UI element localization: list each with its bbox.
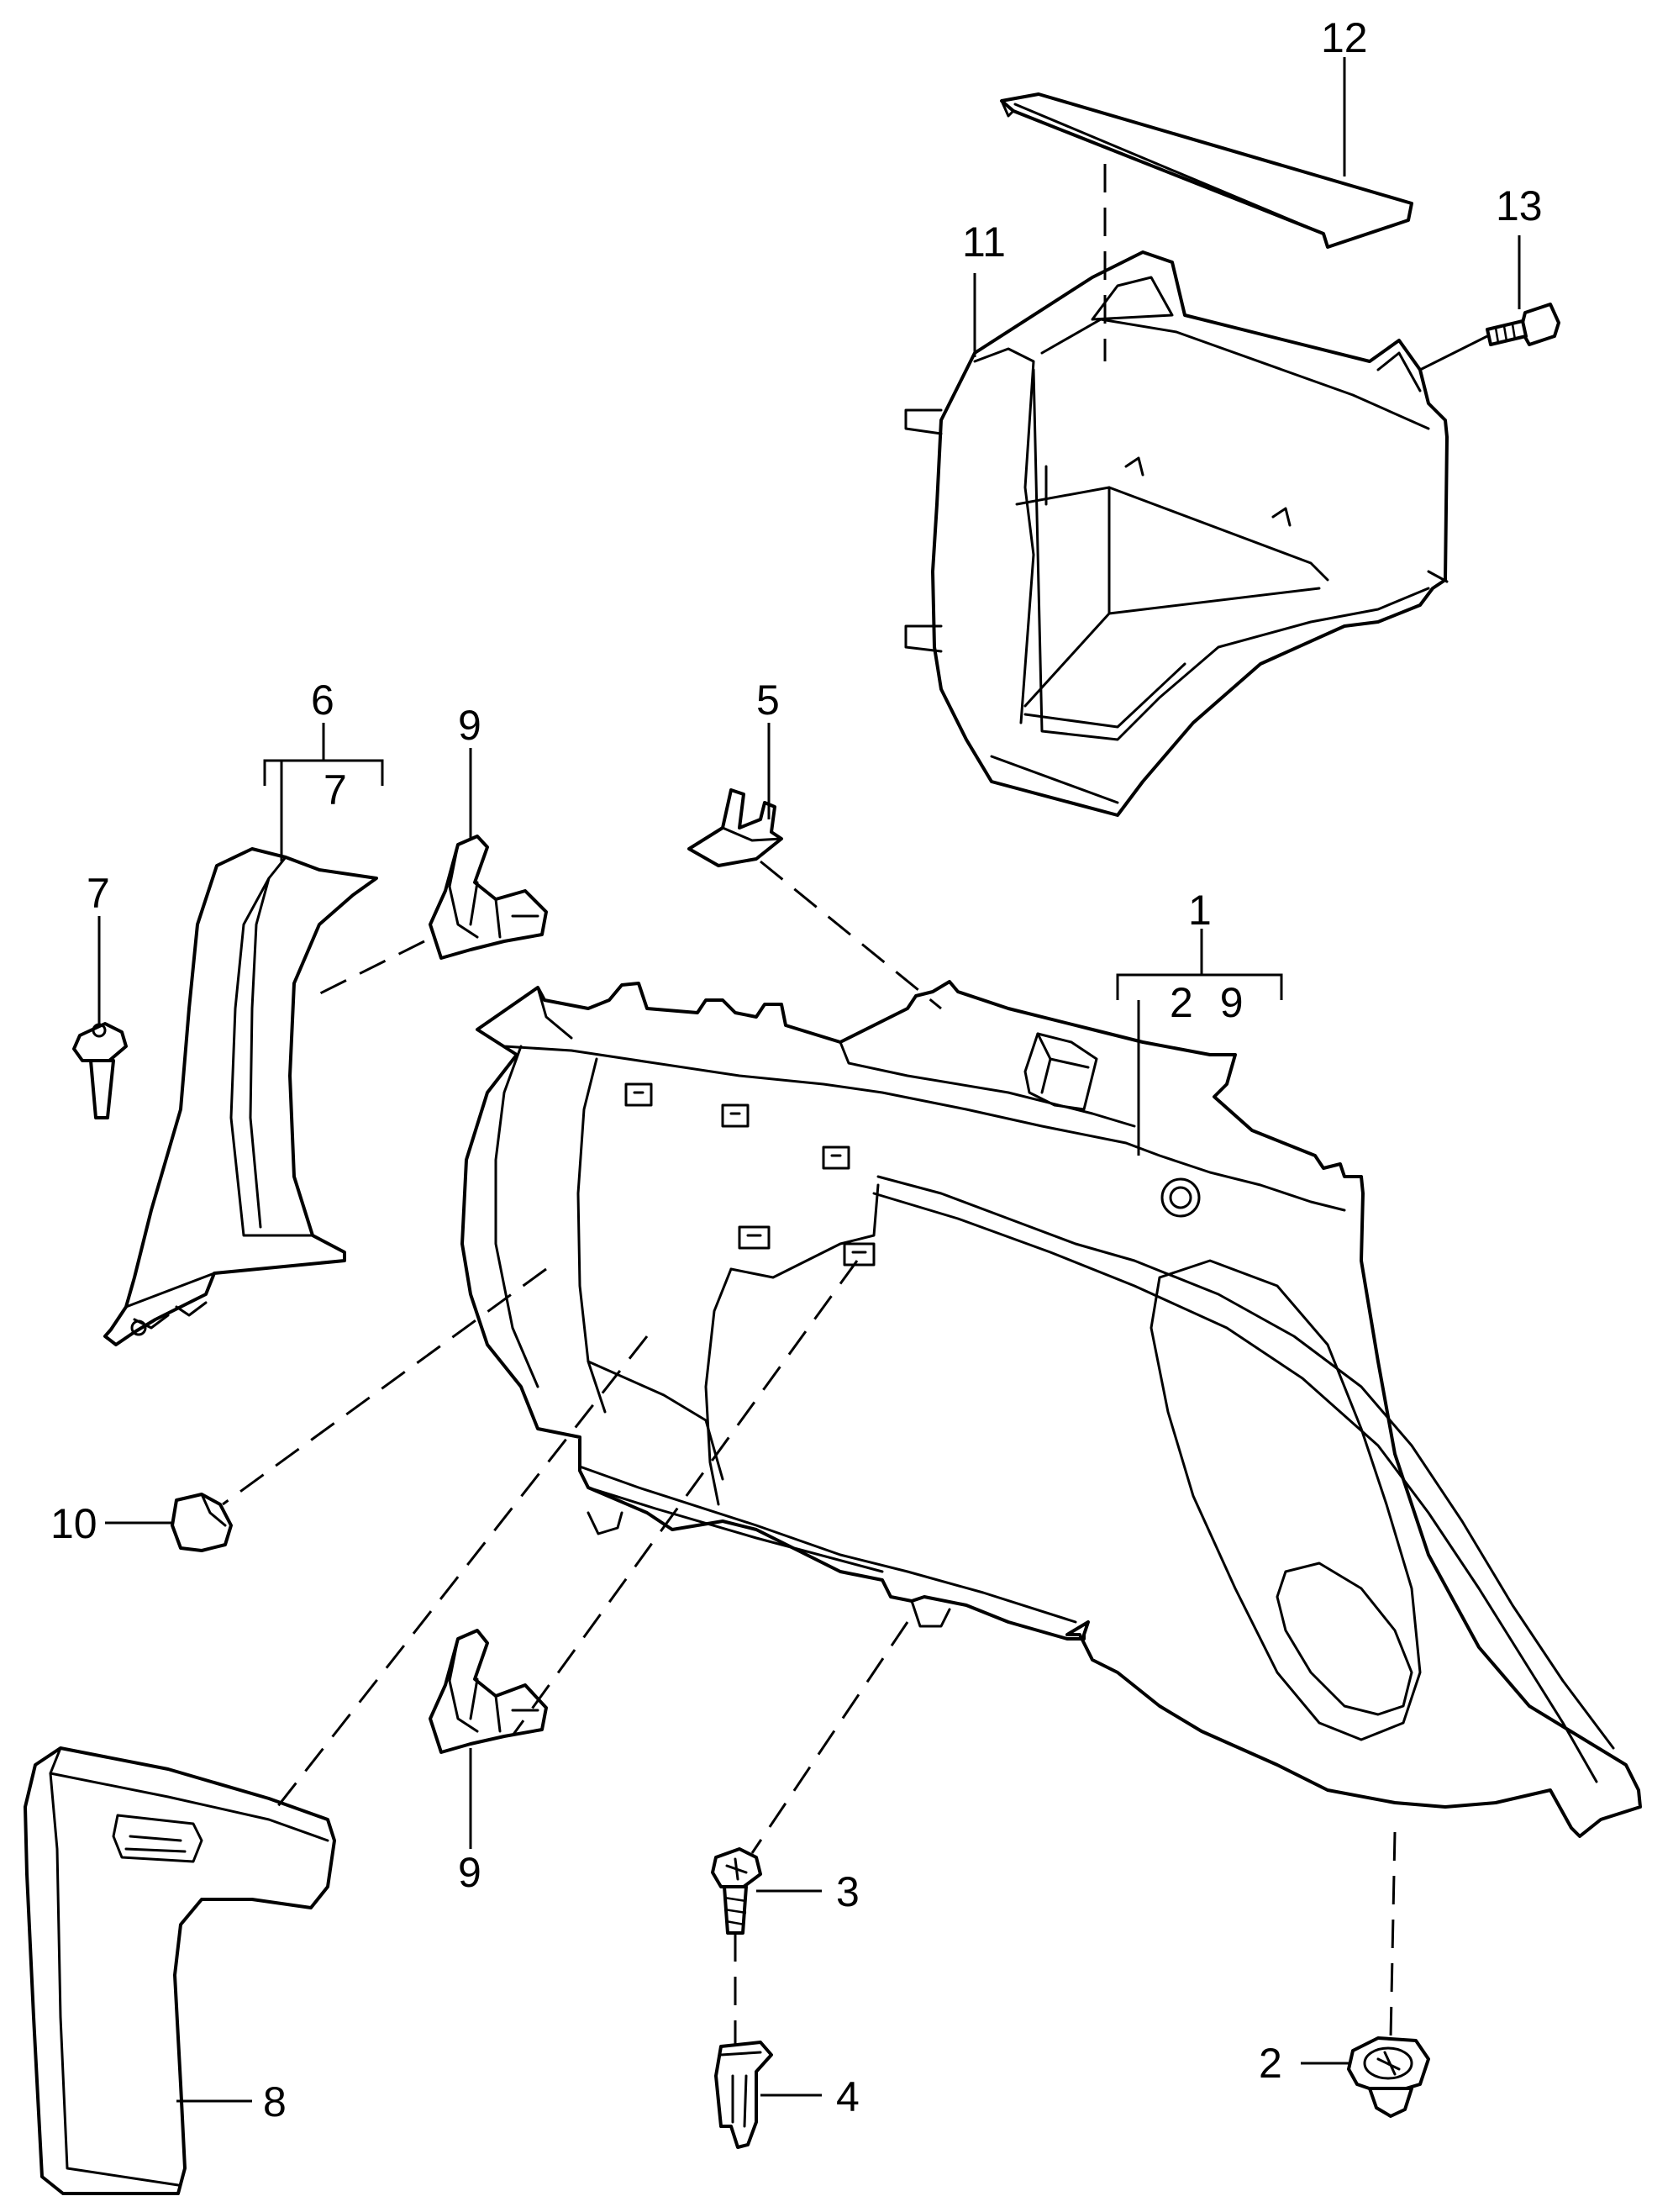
- callout-6-sub: 7: [324, 766, 347, 814]
- part-13-screw: [1486, 303, 1560, 346]
- callout-labels: 1 2 9 2 3 4 5 6 7 7 8 9 9 10 11 12 13: [50, 14, 1543, 2125]
- callout-6: 6: [311, 677, 334, 724]
- part-6-pillar-trim: [103, 847, 378, 1346]
- part-3-screw: [711, 1847, 762, 1935]
- part-9-clip-bottom: [429, 1629, 548, 1754]
- callout-9-bottom: 9: [458, 1849, 481, 1896]
- part-9-clip-top: [429, 835, 548, 960]
- callout-7: 7: [87, 870, 110, 917]
- leader-lines: [97, 57, 1521, 2103]
- part-10-cap: [171, 1493, 233, 1552]
- part-12-cover-strip: [1000, 92, 1413, 249]
- callout-2: 2: [1259, 2040, 1282, 2087]
- callout-1: 1: [1188, 887, 1212, 934]
- callout-3: 3: [836, 1868, 860, 1915]
- callout-5: 5: [756, 677, 780, 724]
- callout-10: 10: [50, 1500, 97, 1547]
- part-11-storage-box: [904, 250, 1449, 817]
- part-7-push-pin: [72, 1022, 128, 1119]
- callout-9-top: 9: [458, 702, 481, 749]
- callout-12: 12: [1321, 14, 1368, 61]
- callout-11: 11: [962, 219, 1006, 266]
- callout-4: 4: [836, 2073, 860, 2120]
- part-8-lower-trim: [24, 1746, 336, 2195]
- part-5-bracket: [687, 788, 783, 867]
- callout-13: 13: [1496, 182, 1543, 229]
- part-4-expanding-nut: [714, 2041, 773, 2149]
- part-1-side-trim-panel: [460, 980, 1642, 1838]
- callout-8: 8: [263, 2078, 287, 2125]
- callout-1-sub: 2 9: [1170, 979, 1244, 1026]
- part-2-clip-nut: [1347, 2036, 1430, 2118]
- assembly-dashed-lines: [222, 164, 1397, 2046]
